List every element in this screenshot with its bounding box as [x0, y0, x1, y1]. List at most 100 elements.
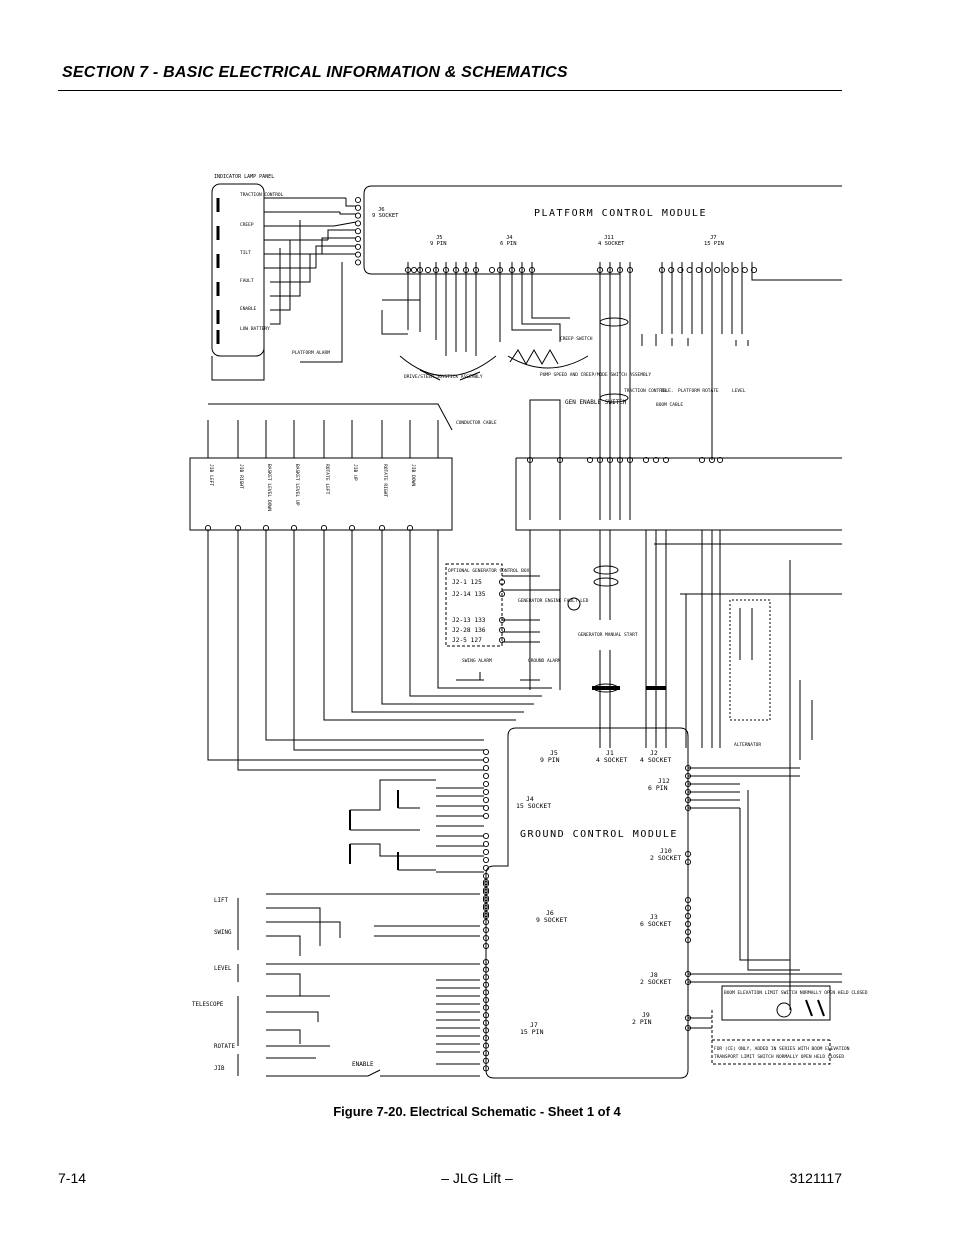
pin-dot — [482, 1057, 490, 1064]
pin-dot — [684, 804, 692, 812]
ground-connector-j7-name: J7 — [530, 1021, 538, 1029]
pin-dot — [472, 266, 480, 274]
lamp-creep: CREEP — [240, 222, 254, 228]
pin-dot — [482, 840, 490, 848]
pin-dot — [586, 456, 594, 464]
ground-connector-j10-name: J10 — [660, 847, 672, 855]
pin-dot — [482, 832, 490, 840]
pin-dot — [482, 848, 490, 856]
platform-alarm-label: PLATFORM ALARM — [292, 350, 330, 356]
pin-dot — [677, 266, 684, 274]
valve-label: ROTATE LEFT — [324, 464, 330, 495]
pin-dot — [482, 804, 490, 812]
pin-dot — [518, 266, 526, 274]
pin-dot — [348, 524, 356, 532]
ground-connector-j1-name: J1 — [606, 749, 614, 757]
pin-dot — [482, 1065, 490, 1072]
pin-dot — [498, 636, 506, 644]
conductor-cable-label: CONDUCTOR CABLE — [456, 420, 497, 426]
gen-fault-led-label: GENERATOR ENGINE FAULT LED — [518, 598, 589, 604]
pin-dot — [204, 524, 212, 532]
pin-dot — [482, 796, 490, 804]
ground-connector-j5-name: J5 — [550, 749, 558, 757]
pin-dot — [482, 912, 490, 920]
pin-dot — [714, 266, 721, 274]
pin-dot — [716, 456, 724, 464]
platform-connector-j4-desc: 6 PIN — [500, 241, 517, 247]
platform-module-title: PLATFORM CONTROL MODULE — [534, 208, 707, 219]
pin-dot — [482, 1042, 490, 1049]
pin-dot — [482, 918, 490, 926]
pin-dot — [704, 266, 712, 274]
pin-dot — [626, 456, 634, 464]
pin-dot — [482, 1027, 490, 1034]
gen-box-row: J2-14 135 — [452, 591, 486, 598]
pin-dot — [482, 864, 490, 872]
pin-dot — [606, 266, 614, 274]
ground-connector-j8-name: J8 — [650, 971, 658, 979]
pin-dot — [424, 266, 432, 274]
valve-label: JIB DOWN — [410, 464, 416, 486]
pin-dot — [482, 1004, 490, 1011]
valve-label: BASKET LEVEL UP — [294, 464, 300, 506]
pin-dot — [508, 266, 516, 274]
platform-connector-j7-desc: 15 PIN — [704, 241, 724, 247]
pin-dot — [462, 266, 470, 274]
ground-connector-j12-name: J12 — [658, 777, 670, 785]
ground-connector-j5-desc: 9 PIN — [540, 756, 560, 764]
ground-alarm-label: GROUND ALARM — [528, 658, 561, 664]
platform-connector-j6-desc: 9 SOCKET — [372, 213, 399, 219]
platform-rotate-label: PLATFORM ROTATE — [678, 388, 719, 394]
pin-dot — [596, 456, 604, 464]
pin-dot — [626, 266, 634, 274]
pin-dot — [723, 266, 730, 274]
pin-dot — [482, 788, 490, 796]
pin-dot — [482, 894, 490, 902]
ground-connector-j6-name: J6 — [546, 909, 554, 917]
pump-speed-label: PUMP SPEED AND CREEP/MODE SWITCH ASSEMBL… — [540, 372, 651, 378]
ground-connector-j2-desc: 4 SOCKET — [640, 756, 671, 764]
footer-center: – JLG Lift – — [441, 1170, 513, 1186]
pin-dot — [482, 888, 490, 896]
ground-connector-j10-desc: 2 SOCKET — [650, 854, 681, 862]
ground-connector-j7-desc: 15 PIN — [520, 1028, 544, 1036]
pin-dot — [234, 524, 242, 532]
pin-dot — [732, 266, 739, 274]
valve-label: JIB LEFT — [208, 464, 214, 486]
pin-dot — [488, 266, 496, 274]
pin-dot — [404, 266, 412, 274]
pin-dot — [498, 590, 506, 598]
pin-dot — [482, 981, 490, 988]
pin-dot — [482, 934, 490, 942]
pin-dot — [354, 212, 362, 219]
pin-dot — [406, 524, 414, 532]
platform-connector-j4-name: J4 — [506, 235, 513, 241]
pin-dot — [698, 456, 706, 464]
ground-switch-rotate-label: ROTATE — [214, 1044, 235, 1050]
pin-dot — [482, 942, 490, 950]
gen-box-title: OPTIONAL GENERATOR CONTROL BOX — [448, 568, 530, 574]
traction-control-label: TRACTION CONTROL — [624, 388, 668, 394]
gen-manual-start-label: GENERATOR MANUAL START — [578, 632, 638, 638]
pin-dot — [482, 966, 490, 973]
lamp-fault: FAULT — [240, 278, 254, 284]
pin-dot — [432, 266, 440, 274]
pin-dot — [616, 456, 624, 464]
pin-dot — [684, 920, 692, 928]
pin-dot — [684, 904, 692, 912]
pin-dot — [482, 902, 490, 910]
platform-connector-j5-desc: 9 PIN — [430, 241, 447, 247]
doc-number: 3121117 — [789, 1170, 842, 1186]
pin-dot — [482, 1050, 490, 1057]
transport-note: FOR (CE) ONLY, ADDED IN SERIES WITH BOOM… — [714, 1046, 850, 1052]
pin-dot — [416, 266, 424, 274]
pin-dot — [498, 578, 506, 586]
pin-dot — [482, 880, 490, 888]
pin-dot — [482, 878, 490, 886]
pin-dot — [684, 858, 692, 866]
pin-dot — [684, 788, 692, 796]
ground-module-title: GROUND CONTROL MODULE — [520, 829, 678, 840]
pin-dot — [482, 764, 490, 772]
boom-elevation-switch-label: BOOM ELEVATION LIMIT SWITCH NORMALLY OPE… — [724, 990, 868, 996]
